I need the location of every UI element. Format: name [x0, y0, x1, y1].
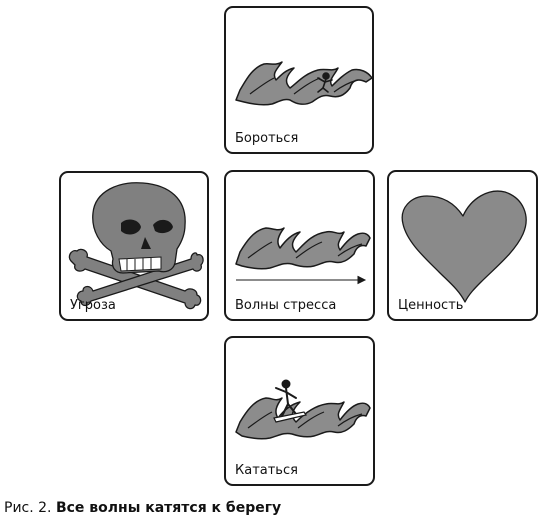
stress-waves-label: Волны стресса	[235, 298, 337, 313]
threat-card: Угроза	[59, 171, 209, 321]
figure-title: Все волны катятся к берегу	[55, 500, 282, 516]
surf-card: Кататься	[224, 336, 375, 486]
wave-with-struggling-figure-icon	[235, 61, 372, 106]
wave-with-surfer-icon	[235, 379, 371, 440]
fight-label: Бороться	[235, 131, 299, 146]
value-card: Ценность	[387, 170, 538, 321]
waves-with-arrow-icon	[235, 227, 371, 285]
surf-label: Кататься	[235, 463, 298, 478]
value-label: Ценность	[398, 298, 464, 313]
skull-and-crossbones-icon	[68, 182, 204, 310]
figure-number: Рис. 2.	[4, 500, 52, 516]
threat-label: Угроза	[70, 298, 116, 313]
heart-icon	[401, 190, 527, 303]
figure-caption: Рис. 2. Все волны катятся к берегу	[4, 499, 281, 517]
stress-waves-card: Волны стресса	[224, 170, 375, 321]
fight-card: Бороться	[224, 6, 374, 154]
